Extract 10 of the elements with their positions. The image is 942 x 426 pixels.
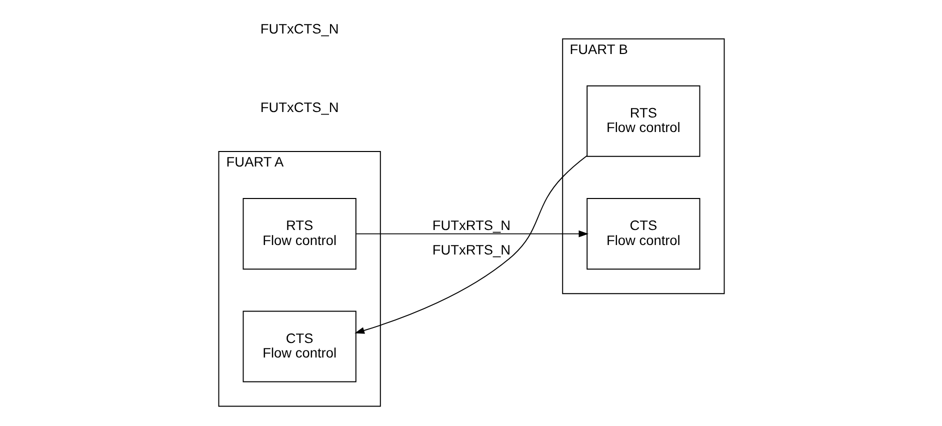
node-box: RTS Flow control <box>242 198 356 270</box>
arrow <box>354 155 587 334</box>
arrow <box>355 230 588 238</box>
node-box: RTS Flow control <box>586 85 700 157</box>
node-box: CTS Flow control <box>242 310 356 382</box>
label: FUTxCTS_N <box>260 100 338 116</box>
node-box: CTS Flow control <box>586 198 700 270</box>
edge-label: FUTxRTS_N <box>432 242 510 258</box>
label: FUTxCTS_N <box>260 22 338 37</box>
edge-label: FUTxRTS_N <box>432 218 510 234</box>
